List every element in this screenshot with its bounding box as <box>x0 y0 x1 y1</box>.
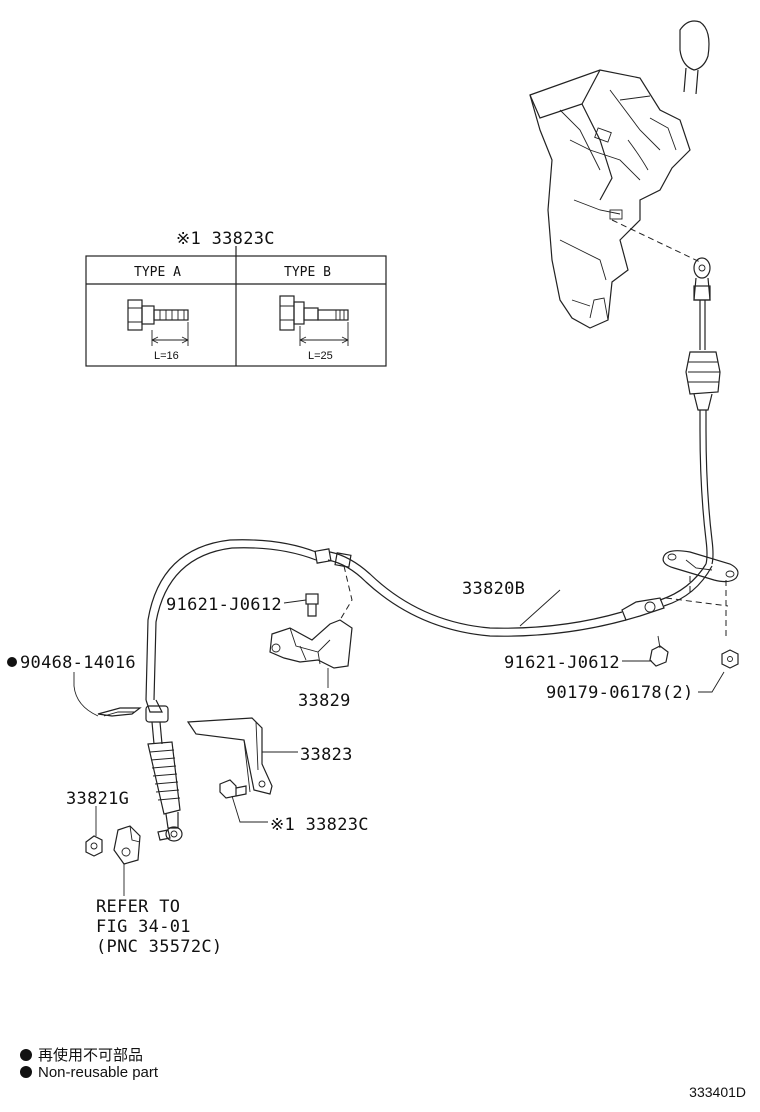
bracket-label: 33823 <box>300 745 353 765</box>
bracket-small-label: 33829 <box>298 691 351 711</box>
bullet-icon <box>20 1049 32 1061</box>
bolt-right <box>649 635 669 667</box>
bracket-33823 <box>186 717 273 799</box>
length-b-label: L=25 <box>308 350 333 362</box>
bolt-33823c-label: ※1 33823C <box>270 815 369 835</box>
floor-bracket <box>662 550 739 640</box>
type-a-label: TYPE A <box>134 265 181 280</box>
legend-jp: 再使用不可部品 <box>20 1044 143 1065</box>
bolt-type-a-icon <box>127 299 189 346</box>
legend-en: Non-reusable part <box>20 1064 158 1081</box>
nut-right <box>721 649 739 669</box>
leader-lines <box>73 589 725 896</box>
bracket-33829 <box>269 593 353 669</box>
refer-line-2: FIG 34-01 <box>96 917 191 937</box>
bolt-type-b-icon <box>279 295 349 346</box>
cable-lever-end <box>685 257 721 565</box>
non-reusable-mark <box>7 657 17 667</box>
refer-line-1: REFER TO <box>96 897 180 917</box>
cable-trans-end <box>145 699 183 842</box>
shift-lever-assembly <box>529 20 710 329</box>
legend-en-text: Non-reusable part <box>38 1064 159 1081</box>
bullet-icon <box>20 1066 32 1078</box>
refer-line-3: (PNC 35572C) <box>96 937 222 957</box>
type-table <box>85 246 387 367</box>
plate-refer <box>113 825 141 865</box>
bolt-right-label: 91621-J0612 <box>504 653 620 673</box>
nut-33821g <box>85 835 103 857</box>
nut-left-label: 33821G <box>66 789 129 809</box>
type-b-label: TYPE B <box>284 265 331 280</box>
main-cable <box>145 539 713 701</box>
bolt-top-label: 91621-J0612 <box>166 595 282 615</box>
cable-label: 33820B <box>462 579 525 599</box>
nut-right-label: 90179-06178(2) <box>546 683 694 703</box>
clip-part <box>97 707 142 717</box>
clip-label: 90468-14016 <box>20 653 136 673</box>
figure-code: 333401D <box>689 1084 746 1100</box>
table-ref-label: ※1 33823C <box>176 229 275 249</box>
legend-jp-text: 再使用不可部品 <box>38 1047 144 1064</box>
length-a-label: L=16 <box>154 350 179 362</box>
